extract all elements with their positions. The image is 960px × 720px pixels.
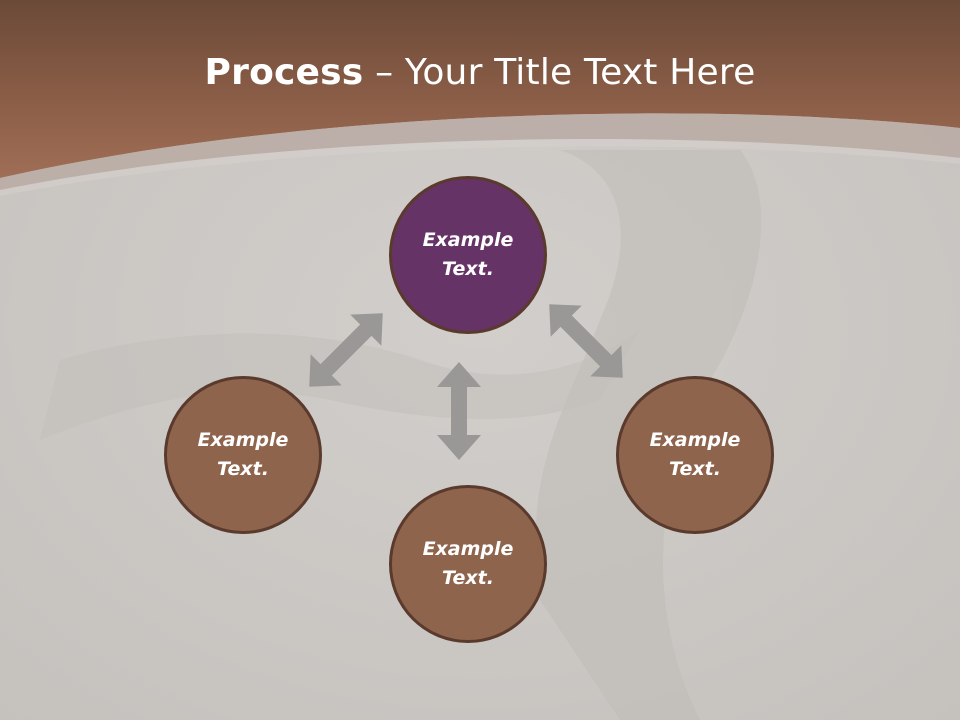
node-right[interactable]: Example Text. xyxy=(616,376,774,534)
node-bottom[interactable]: Example Text. xyxy=(389,485,547,643)
node-bottom-label: Example Text. xyxy=(422,538,514,589)
title-separator: – xyxy=(363,52,405,93)
node-left-label: Example Text. xyxy=(197,429,289,480)
title-bold: Process xyxy=(204,52,364,93)
node-right-label: Example Text. xyxy=(649,429,741,480)
slide-title: Process – Your Title Text Here xyxy=(0,52,960,93)
node-top[interactable]: Example Text. xyxy=(389,176,547,334)
node-top-label: Example Text. xyxy=(422,229,514,280)
node-left[interactable]: Example Text. xyxy=(164,376,322,534)
title-rest: Your Title Text Here xyxy=(404,52,756,93)
